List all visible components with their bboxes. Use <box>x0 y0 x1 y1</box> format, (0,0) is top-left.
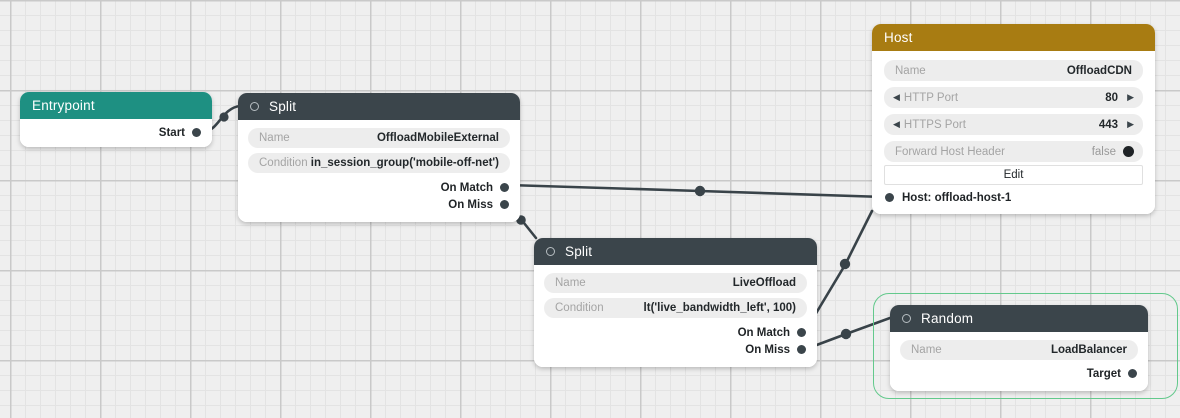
field-host-name[interactable]: Name OffloadCDN <box>884 60 1143 81</box>
port-label: On Miss <box>745 343 790 356</box>
field-label: Condition <box>555 302 604 314</box>
field-split1-name[interactable]: Name OffloadMobileExternal <box>248 128 510 148</box>
port-split2-on-miss[interactable]: On Miss <box>544 341 807 358</box>
edit-button[interactable]: Edit <box>884 165 1143 185</box>
field-label: Name <box>895 64 926 77</box>
field-value: in_session_group('mobile-off-net') <box>310 157 499 169</box>
port-dot-icon[interactable] <box>1128 369 1137 378</box>
port-label: Start <box>158 126 185 139</box>
node-split2-title: Split <box>565 244 593 259</box>
node-split1-title: Split <box>269 99 297 114</box>
field-label: Name <box>555 277 586 289</box>
field-host-http-port[interactable]: ◀ HTTP Port 80 ▶ <box>884 87 1143 108</box>
field-value: OffloadMobileExternal <box>376 132 499 144</box>
circle-outline-icon <box>902 314 911 323</box>
port-dot-icon[interactable] <box>500 200 509 209</box>
node-random-title: Random <box>921 311 974 326</box>
node-entrypoint-header[interactable]: Entrypoint <box>20 92 212 119</box>
field-host-https-port[interactable]: ◀ HTTPS Port 443 ▶ <box>884 114 1143 135</box>
port-split1-on-miss[interactable]: On Miss <box>248 196 510 213</box>
field-value: 80 <box>1105 91 1119 104</box>
port-split1-on-match[interactable]: On Match <box>248 179 510 196</box>
field-value: LoadBalancer <box>1050 344 1127 356</box>
circle-outline-icon <box>546 247 555 256</box>
field-value: LiveOffload <box>732 277 796 289</box>
node-entrypoint-title: Entrypoint <box>32 98 95 113</box>
field-random-name[interactable]: Name LoadBalancer <box>900 340 1138 360</box>
edge-split1-onmatch-to-host[interactable] <box>506 183 886 199</box>
port-dot-icon[interactable] <box>500 183 509 192</box>
field-label: Condition <box>259 157 308 169</box>
port-split2-on-match[interactable]: On Match <box>544 324 807 341</box>
stepper-decrement-icon[interactable]: ◀ <box>893 92 900 102</box>
field-value: 443 <box>1098 118 1119 131</box>
field-split1-condition[interactable]: Condition in_session_group('mobile-off-n… <box>248 153 510 173</box>
node-host-offload-cdn[interactable]: Host Name OffloadCDN ◀ HTTP Port 80 ▶ ◀ <box>872 24 1155 214</box>
port-dot-icon[interactable] <box>797 345 806 354</box>
field-value: lt('live_bandwidth_left', 100) <box>643 302 796 314</box>
field-label: Forward Host Header <box>895 145 1005 158</box>
node-split-offload-mobile-external[interactable]: Split Name OffloadMobileExternal Conditi… <box>238 93 520 222</box>
port-dot-icon[interactable] <box>885 193 894 202</box>
port-dot-icon[interactable] <box>797 328 806 337</box>
node-split1-header[interactable]: Split <box>238 93 520 120</box>
field-label: Name <box>259 132 290 144</box>
port-label: On Match <box>440 181 493 194</box>
stepper-decrement-icon[interactable]: ◀ <box>893 119 900 129</box>
field-host-forward-host-header[interactable]: Forward Host Header false <box>884 141 1143 162</box>
node-split-live-offload[interactable]: Split Name LiveOffload Condition lt('liv… <box>534 238 817 367</box>
node-random-load-balancer[interactable]: Random Name LoadBalancer Target <box>890 305 1148 391</box>
port-label: On Miss <box>448 198 493 211</box>
port-dot-icon[interactable] <box>192 128 201 137</box>
node-split2-header[interactable]: Split <box>534 238 817 265</box>
node-random-header[interactable]: Random <box>890 305 1148 332</box>
port-label: On Match <box>737 326 790 339</box>
stepper-increment-icon[interactable]: ▶ <box>1127 92 1134 102</box>
field-value: OffloadCDN <box>1066 64 1132 77</box>
field-split2-condition[interactable]: Condition lt('live_bandwidth_left', 100) <box>544 298 807 318</box>
port-host-input[interactable]: Host: offload-host-1 <box>884 189 1143 206</box>
port-label: Host: offload-host-1 <box>902 191 1012 204</box>
field-split2-name[interactable]: Name LiveOffload <box>544 273 807 293</box>
field-value: false <box>1091 145 1116 158</box>
port-random-target[interactable]: Target <box>900 365 1138 382</box>
port-label: Target <box>1086 367 1121 380</box>
port-entrypoint-start[interactable]: Start <box>30 124 202 141</box>
field-label: HTTP Port <box>903 91 959 104</box>
edge-split2-onmiss-to-random[interactable] <box>804 316 892 351</box>
toggle-icon[interactable] <box>1123 146 1134 157</box>
node-entrypoint[interactable]: Entrypoint Start <box>20 92 212 147</box>
circle-outline-icon <box>250 102 259 111</box>
node-host-header[interactable]: Host <box>872 24 1155 51</box>
field-label: Name <box>911 344 942 356</box>
field-label: HTTPS Port <box>903 118 966 131</box>
node-host-title: Host <box>884 30 913 45</box>
stepper-increment-icon[interactable]: ▶ <box>1127 119 1134 129</box>
